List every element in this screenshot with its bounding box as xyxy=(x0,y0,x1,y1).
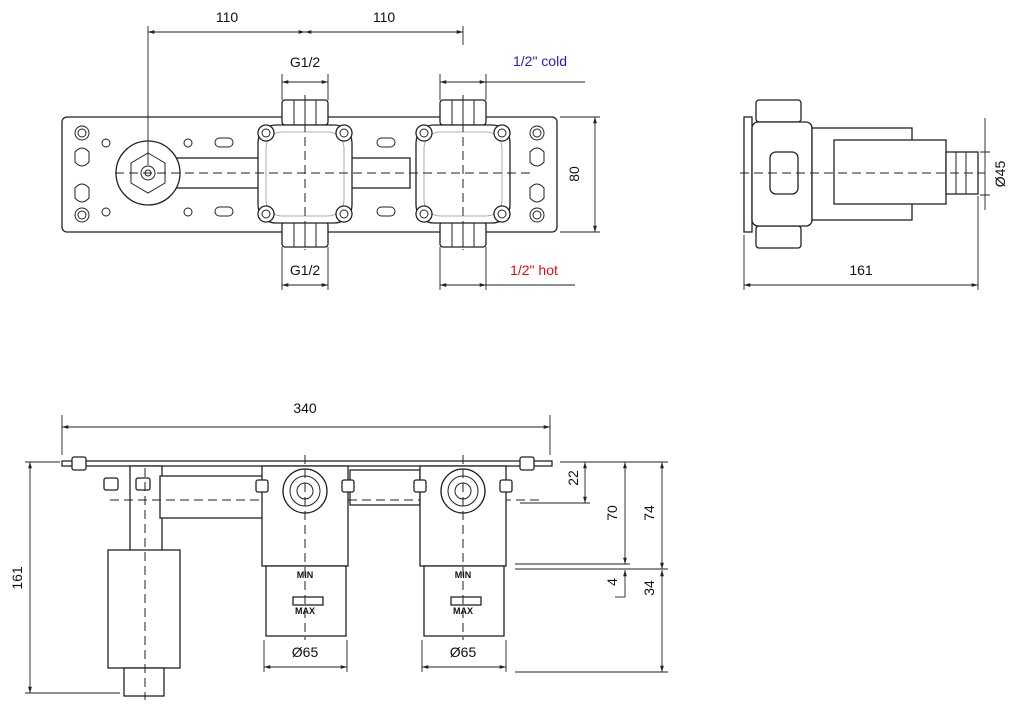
cold-label: 1/2" cold xyxy=(513,53,567,69)
diverter-hex-nut xyxy=(130,152,166,194)
diverter-nut xyxy=(123,667,165,697)
temp-slot xyxy=(450,596,482,606)
front-view: 340 MIN MAX MIN MAX xyxy=(9,400,668,700)
dim-34: 34 xyxy=(641,580,657,596)
dim-diameter-65-right: Ø65 xyxy=(450,644,477,660)
dim-80: 80 xyxy=(566,166,582,182)
dim-340: 340 xyxy=(293,400,317,416)
side-cylinder xyxy=(833,139,947,205)
dim-74: 74 xyxy=(641,505,657,521)
dim-110-left: 110 xyxy=(216,9,239,25)
dim-161-side: 161 xyxy=(849,262,873,278)
dim-diameter-45: Ø45 xyxy=(992,161,1008,188)
diverter-cylinder xyxy=(107,549,181,669)
plate-holes xyxy=(74,125,545,223)
dim-110-right: 110 xyxy=(373,9,396,25)
dim-22: 22 xyxy=(565,470,581,486)
dim-diameter-65-left: Ø65 xyxy=(292,644,319,660)
hot-label: 1/2" hot xyxy=(510,262,558,278)
thread-top-label: G1/2 xyxy=(290,54,321,70)
temp-slot xyxy=(292,596,324,606)
front-plate xyxy=(61,460,553,467)
dim-4: 4 xyxy=(604,578,620,586)
top-view: 110 110 G1/2 G1/2 1/2" cold 1/2" hot 80 xyxy=(61,9,600,290)
horizontal-pipe xyxy=(159,475,266,519)
side-view: 161 Ø45 xyxy=(740,99,1008,290)
dim-70: 70 xyxy=(604,505,620,521)
side-plate xyxy=(743,116,753,233)
thread-bottom-label: G1/2 xyxy=(290,262,321,278)
dim-161-front: 161 xyxy=(9,566,25,590)
